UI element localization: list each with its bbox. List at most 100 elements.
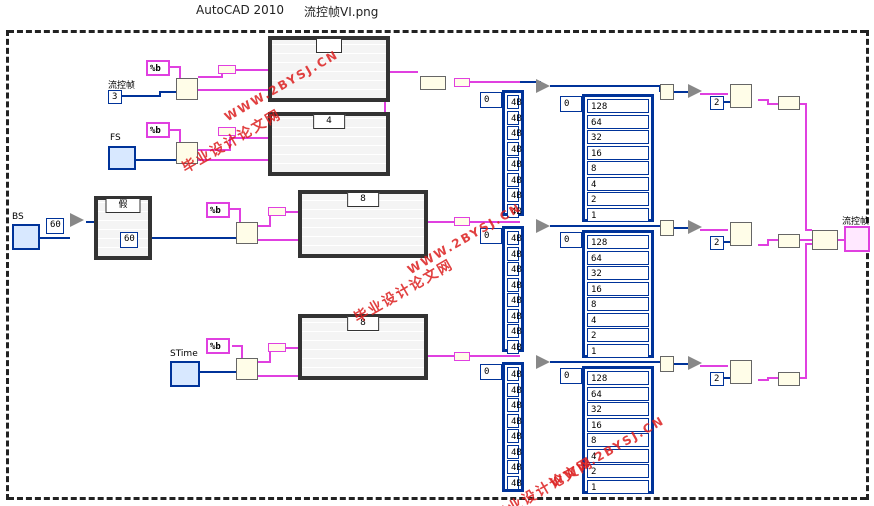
array_4b-cell[interactable]: 4B [507,444,522,459]
array_4b-cell[interactable]: 4B [507,172,522,187]
array_pow2-cell[interactable]: 128 [587,235,649,249]
array_pow2-cell[interactable]: 8 [587,297,649,311]
array_4b-cell[interactable]: 4B [507,308,522,323]
format-string-4[interactable]: %b [206,338,230,354]
compare-node-bs[interactable] [70,213,84,227]
array_pow2-cell[interactable]: 16 [587,417,649,432]
string-node-2[interactable] [218,127,236,136]
array_4b-cell[interactable]: 4B [507,188,522,202]
concatenate-node-4[interactable] [778,372,800,386]
case-structure-2[interactable]: 4 [268,112,390,176]
array_pow2-cell[interactable]: 2 [587,328,649,342]
array_pow2-cell[interactable]: 4 [587,312,649,327]
array_pow2-cell[interactable]: 4 [587,448,649,463]
array_4b-cell[interactable]: 4B [507,110,522,125]
array_4b-cell[interactable]: 4B [507,398,522,412]
array_pow2-cell[interactable]: 1 [587,207,649,222]
array_4b-cell[interactable]: 4B [507,475,522,490]
string-to-array-2[interactable] [454,217,470,226]
format-into-string-node-4[interactable] [236,358,258,380]
case-selector-2[interactable]: 4 [313,114,345,129]
array-index-4[interactable]: 0 [560,96,582,112]
add-node-2[interactable] [688,220,702,234]
compare-node-2[interactable] [536,219,550,233]
bs-constant[interactable]: 60 [46,218,64,234]
array_pow2-cell[interactable]: 32 [587,130,649,144]
concatenate-node-1[interactable] [420,76,446,90]
number-to-string-node-3[interactable] [730,360,752,384]
array_pow2-cell[interactable]: 16 [587,281,649,296]
radix-constant-3[interactable]: 2 [710,372,724,386]
multiply-node-3[interactable] [660,356,674,372]
array_4b-cell[interactable]: 4B [507,141,522,156]
array_pow2-cell[interactable]: 8 [587,433,649,447]
array_pow2-cell[interactable]: 4 [587,176,649,191]
add-node-3[interactable] [688,356,702,370]
array_4b-cell[interactable]: 4B [507,262,522,276]
bs-case-value[interactable]: 60 [120,232,138,248]
array_4b-cell[interactable]: 4B [507,413,522,428]
case-selector-4[interactable]: 8 [347,316,379,331]
array-index-2[interactable]: 0 [480,228,502,244]
liukongzhen-output-indicator[interactable] [844,226,870,252]
format-into-string-node-3[interactable] [236,222,258,244]
array_4b-cell[interactable]: 4B [507,367,522,381]
array_pow2-cell[interactable]: 32 [587,266,649,280]
radix-constant-2[interactable]: 2 [710,236,724,250]
format-string-2[interactable]: %b [146,122,170,138]
array_4b-cell[interactable]: 4B [507,157,522,171]
format-into-string-node-2[interactable] [176,142,198,164]
format-into-string-node-1[interactable] [176,78,198,100]
array_pow2-cell[interactable]: 32 [587,402,649,416]
format-string-3[interactable]: %b [206,202,230,218]
case-structure-false[interactable]: 假 60 [94,196,152,260]
string-node-4[interactable] [268,343,286,352]
array_4b-cell[interactable]: 4B [507,126,522,140]
case-selector-3[interactable]: 8 [347,192,379,207]
case-structure-1[interactable] [268,36,390,102]
array_4b-cell[interactable]: 4B [507,324,522,338]
array_pow2-cell[interactable]: 64 [587,250,649,265]
array_4b-cell[interactable]: 4B [507,293,522,307]
concatenate-node-2[interactable] [778,96,800,110]
array_pow2-cell[interactable]: 1 [587,343,649,358]
radix-constant-1[interactable]: 2 [710,96,724,110]
concatenate-node-final[interactable] [812,230,838,250]
array_4b-cell[interactable]: 4B [507,339,522,354]
array_4b-cell[interactable]: 4B [507,429,522,443]
fs-control[interactable] [108,146,136,170]
array_pow2-cell[interactable]: 2 [587,192,649,206]
case-structure-4[interactable]: 8 [298,314,428,380]
array_pow2-cell[interactable]: 1 [587,479,649,494]
array_pow2-cell[interactable]: 64 [587,386,649,401]
array-index-5[interactable]: 0 [560,232,582,248]
array-index-6[interactable]: 0 [560,368,582,384]
case-selector-false[interactable]: 假 [105,198,141,213]
liukongzhen-input-value[interactable]: 3 [108,90,122,104]
array_4b-cell[interactable]: 4B [507,382,522,397]
number-to-string-node-2[interactable] [730,222,752,246]
array-index-3[interactable]: 0 [480,364,502,380]
array_4b-cell[interactable]: 4B [507,246,522,261]
array_pow2-cell[interactable]: 128 [587,99,649,113]
array_pow2-cell[interactable]: 16 [587,145,649,160]
array_pow2-cell[interactable]: 64 [587,114,649,129]
compare-node-1[interactable] [536,79,550,93]
multiply-node-1[interactable] [660,84,674,100]
array_4b-cell[interactable]: 4B [507,203,522,218]
string-to-array-1[interactable] [454,78,470,87]
bs-control[interactable] [12,224,40,250]
array_4b-cell[interactable]: 4B [507,460,522,474]
array_4b-cell[interactable]: 4B [507,231,522,245]
array_pow2-cell[interactable]: 128 [587,371,649,385]
array-index-1[interactable]: 0 [480,92,502,108]
case-structure-3[interactable]: 8 [298,190,428,258]
format-string-1[interactable]: %b [146,60,170,76]
array_pow2-cell[interactable]: 8 [587,161,649,175]
string-to-array-3[interactable] [454,352,470,361]
